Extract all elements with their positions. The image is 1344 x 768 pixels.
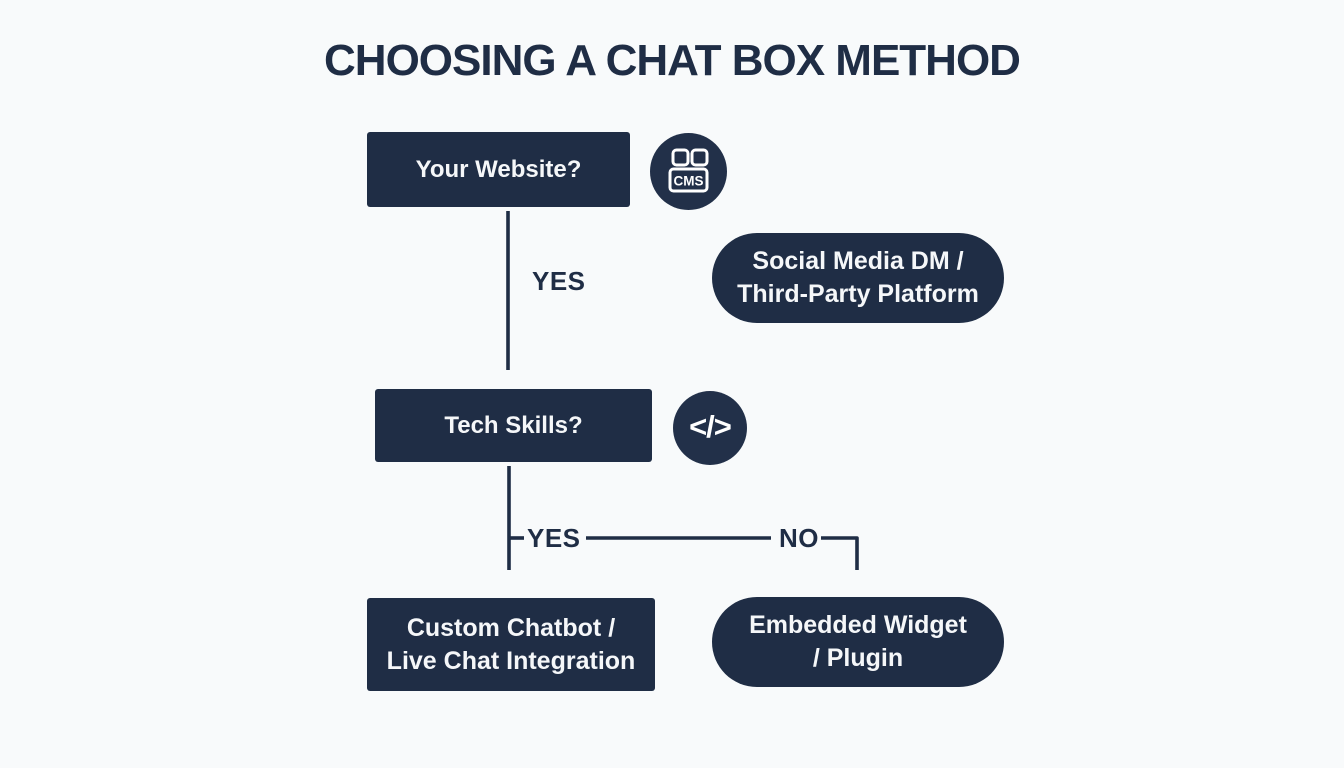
- node-your-website-label: Your Website?: [415, 156, 582, 183]
- node-embedded-widget: Embedded Widget / Plugin: [712, 597, 1004, 687]
- cms-icon-block-right: [690, 148, 709, 167]
- node-social-line1: Social Media DM /: [752, 247, 964, 275]
- cms-icon: CMS: [650, 133, 727, 210]
- node-embedded-line1: Embedded Widget: [749, 611, 967, 639]
- node-custom-line2: Live Chat Integration: [386, 646, 636, 675]
- node-your-website: Your Website?: [367, 132, 630, 207]
- code-icon-glyph: </>: [689, 409, 732, 444]
- edge-label-techskills-no: NO: [779, 523, 819, 553]
- edge-label-techskills-yes: YES: [527, 523, 581, 553]
- node-tech-skills: Tech Skills?: [375, 389, 652, 462]
- node-tech-skills-label: Tech Skills?: [444, 412, 583, 439]
- cms-icon-block-left: [671, 148, 690, 167]
- node-custom-chatbot: Custom Chatbot / Live Chat Integration: [367, 598, 655, 691]
- cms-icon-glyph: CMS: [668, 148, 709, 193]
- connector-no-to-embedded: [821, 536, 859, 570]
- node-custom-line1: Custom Chatbot /: [406, 613, 616, 642]
- node-social-line2: Third-Party Platform: [737, 280, 979, 308]
- cms-icon-block-bottom: [668, 167, 709, 193]
- node-social-media-dm: Social Media DM / Third-Party Platform: [712, 233, 1004, 323]
- diagram-title: CHOOSING A CHAT BOX METHOD: [324, 36, 1021, 85]
- node-embedded-line2: / Plugin: [812, 644, 904, 672]
- code-icon: </>: [673, 391, 747, 465]
- edge-label-website-yes: YES: [532, 266, 586, 296]
- cms-icon-label: CMS: [674, 174, 704, 189]
